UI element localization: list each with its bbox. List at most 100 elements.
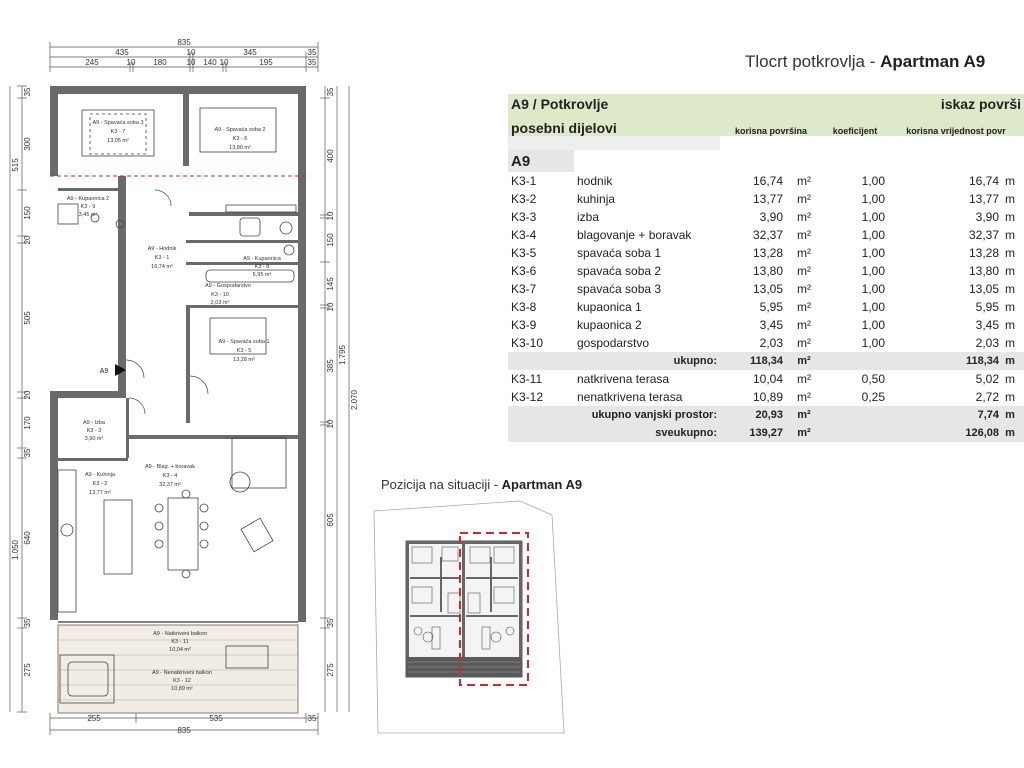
table-outdoor-total-row: ukupno vanjski prostor: 20,93 m² 7,74 m xyxy=(508,406,1024,424)
table-header-right: iskaz površi xyxy=(822,94,1024,114)
room-code: K3 - 3 xyxy=(87,428,102,434)
dim-left: 20 xyxy=(23,390,32,399)
dim-right: 145 xyxy=(326,277,335,291)
room-area: 13,05 m² xyxy=(107,138,129,144)
page-title-prefix: Tlocrt potkrovlja - xyxy=(745,52,881,71)
table-row: K3-5 spavaća soba 1 13,28 m² 1,00 13,28 … xyxy=(511,246,1015,260)
room-name: A9 - Natkriveni balkon xyxy=(153,631,207,637)
dim-left: 150 xyxy=(23,206,32,220)
dim-right: 10 xyxy=(326,302,335,311)
position-title: Pozicija na situaciji - Apartman A9 xyxy=(381,477,582,492)
dim-right: 400 xyxy=(326,149,335,163)
dim-bottom: 255 xyxy=(87,714,101,723)
dim-top: 345 xyxy=(243,48,257,57)
room-name: A9 - Kupaonica xyxy=(243,256,282,262)
room-name: A9 - Kuhinja xyxy=(85,472,116,478)
col-vrijednost: korisna vrijednost povr xyxy=(888,114,1024,136)
table-total-row: ukupno: 118,34 m² 118,34 m xyxy=(508,352,1024,370)
col-korisna: korisna površina xyxy=(720,114,822,136)
table-header: A9 / Potkrovlje iskaz površi xyxy=(508,94,1024,114)
table-row: K3-10 gospodarstvo 2,03 m² 1,00 2,03 m xyxy=(511,336,1015,350)
room-area: 3,90 m² xyxy=(85,436,104,442)
dim-left: 170 xyxy=(23,416,32,430)
room-code: K3 - 10 xyxy=(211,292,229,298)
table-header-left: A9 / Potkrovlje xyxy=(508,94,822,114)
dim-right: 10 xyxy=(326,419,335,428)
room-name: A9 - Kupaonica 2 xyxy=(67,196,109,202)
dim-top: 180 xyxy=(153,58,167,67)
room-area: 32,37 m² xyxy=(159,482,181,488)
room-code: K3 - 7 xyxy=(111,129,126,135)
dim-top: 10 xyxy=(187,58,196,67)
room-code: K3 - 8 xyxy=(255,264,270,270)
entrance-label: A9 xyxy=(100,368,109,375)
table-row: K3-4 blagovanje + boravak 32,37 m² 1,00 … xyxy=(511,228,1015,242)
room-name: A9 - Spavaća soba 1 xyxy=(218,339,269,345)
dim-right-group: 2.070 xyxy=(350,389,359,410)
dim-bottom: 35 xyxy=(308,714,317,723)
dim-right: 150 xyxy=(326,233,335,247)
table-grand-total-row: sveukupno: 139,27 m² 126,08 m xyxy=(508,424,1024,442)
room-code: K3 - 9 xyxy=(81,204,96,210)
room-area: 10,04 m² xyxy=(169,647,191,653)
position-title-name: Apartman A9 xyxy=(501,477,583,492)
dim-top: 10 xyxy=(187,48,196,57)
room-code: K3 - 5 xyxy=(237,348,252,354)
dim-right: 35 xyxy=(326,618,335,627)
dim-left: 300 xyxy=(23,137,32,151)
dim-top-total: 835 xyxy=(177,38,191,47)
dim-left: 35 xyxy=(23,87,32,96)
dim-left-group: 1.050 xyxy=(11,539,20,560)
room-area: 3,45 m² xyxy=(79,212,98,218)
room-code: K3 - 6 xyxy=(233,136,248,142)
table-row: K3-7 spavaća soba 3 13,05 m² 1,00 13,05 … xyxy=(511,282,1015,296)
table-row: K3-6 spavaća soba 2 13,80 m² 1,00 13,80 … xyxy=(511,264,1015,278)
dim-top: 35 xyxy=(308,58,317,67)
table-column-headers: posebni dijelovi korisna površina koefic… xyxy=(508,114,1024,136)
dim-left: 505 xyxy=(23,311,32,325)
dim-right: 275 xyxy=(326,663,335,677)
table-row: K3-8 kupaonica 1 5,95 m² 1,00 5,95 m xyxy=(511,300,1015,314)
section-label: A9 xyxy=(508,150,574,172)
table-row: K3-12 nenatkrivena terasa 10,89 m² 0,25 … xyxy=(511,390,1015,404)
dim-top: 10 xyxy=(127,58,136,67)
dim-left: 35 xyxy=(23,448,32,457)
room-area: 16,74 m² xyxy=(151,264,173,270)
col-koef: koeficijent xyxy=(822,114,888,136)
position-title-prefix: Pozicija na situaciji - xyxy=(381,477,502,492)
dim-left: 20 xyxy=(23,235,32,244)
room-name: A9 - Blag. + boravak xyxy=(145,464,195,470)
room-area: 5,95 m² xyxy=(253,272,272,278)
site-plan xyxy=(373,500,565,734)
dim-right-group: 1.795 xyxy=(338,344,347,365)
room-code: K3 - 4 xyxy=(163,473,178,479)
table-row: K3-2 kuhinja 13,77 m² 1,00 13,77 m xyxy=(511,192,1015,206)
table-row: K3-11 natkrivena terasa 10,04 m² 0,50 5,… xyxy=(511,372,1015,386)
room-area: 13,77 m² xyxy=(89,490,111,496)
table-row: K3-9 kupaonica 2 3,45 m² 1,00 3,45 m xyxy=(511,318,1015,332)
dim-right: 10 xyxy=(326,211,335,220)
dim-top: 195 xyxy=(259,58,273,67)
dim-bottom-total: 835 xyxy=(177,726,191,735)
dim-right: 385 xyxy=(326,359,335,373)
room-name: A9 - Hodnik xyxy=(148,246,177,252)
area-table: A9 / Potkrovlje iskaz površi posebni dij… xyxy=(508,94,1024,442)
dim-top: 435 xyxy=(115,48,129,57)
dim-top: 140 xyxy=(203,58,217,67)
page-title: Tlocrt potkrovlja - Apartman A9 xyxy=(745,52,985,72)
room-area: 10,89 m² xyxy=(171,686,193,692)
dim-bottom: 535 xyxy=(209,714,223,723)
dim-right: 605 xyxy=(326,513,335,527)
table-section: A9 xyxy=(508,150,1024,172)
room-area: 13,80 m² xyxy=(229,145,251,151)
room-area: 2,03 m² xyxy=(211,300,230,306)
dim-top: 245 xyxy=(85,58,99,67)
room-code: K3 - 11 xyxy=(171,639,188,645)
page-title-name: Apartman A9 xyxy=(880,52,986,71)
room-code: K3 - 2 xyxy=(93,481,108,487)
room-name: A9 - Spavaća soba 3 xyxy=(92,120,143,126)
room-code: K3 - 12 xyxy=(173,678,191,684)
room-name: A9 - Gospodarstvo xyxy=(205,283,251,289)
room-code: K3 - 1 xyxy=(155,255,170,261)
room-name: A9 - Izba xyxy=(83,420,106,426)
